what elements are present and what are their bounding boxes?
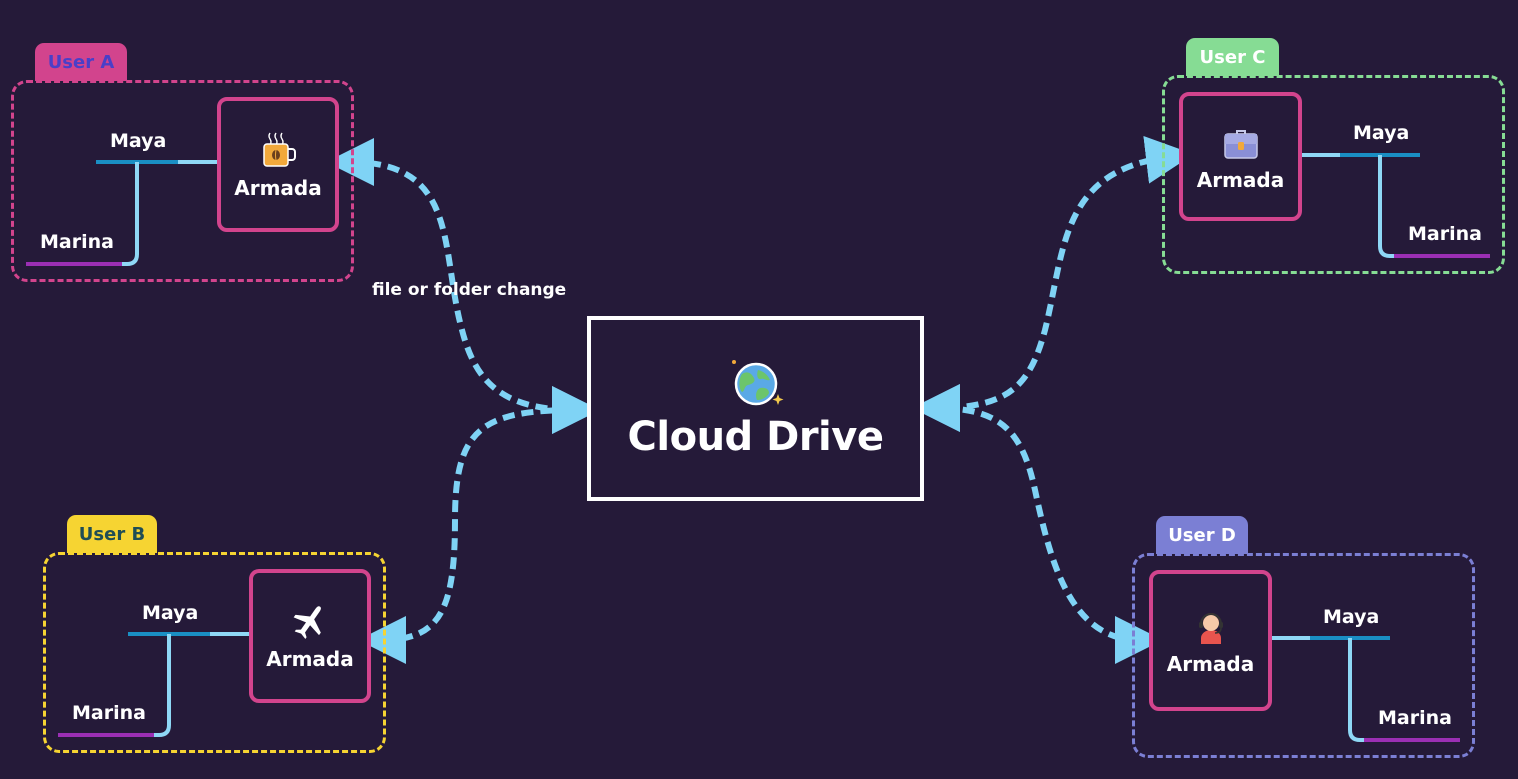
edge-label-file-change: file or folder change bbox=[372, 280, 567, 300]
node-armada-d[interactable]: Armada bbox=[1149, 570, 1272, 711]
group-tab-user-d: User D bbox=[1156, 516, 1248, 554]
node-armada-c[interactable]: Armada bbox=[1179, 92, 1302, 221]
group-user-b bbox=[43, 552, 386, 753]
coffee-mug-icon bbox=[263, 132, 296, 167]
support-agent-icon bbox=[1198, 612, 1223, 644]
node-label: Armada bbox=[1166, 651, 1255, 676]
branch-label-marina-c: Marina bbox=[1408, 223, 1482, 245]
group-c-branches bbox=[1302, 153, 1490, 258]
node-armada-b[interactable]: Armada bbox=[249, 569, 371, 703]
globe-icon bbox=[731, 359, 783, 405]
group-tab-user-b: User B bbox=[67, 515, 157, 553]
node-armada-a[interactable]: Armada bbox=[217, 97, 339, 232]
group-a-branches bbox=[26, 160, 218, 266]
group-user-c bbox=[1162, 75, 1505, 274]
branch-label-maya-d: Maya bbox=[1323, 606, 1380, 628]
branch-label-maya-a: Maya bbox=[110, 130, 167, 152]
branch-label-maya-b: Maya bbox=[142, 602, 199, 624]
node-label: Armada bbox=[266, 647, 354, 671]
group-user-d bbox=[1132, 553, 1475, 758]
center-title: Cloud Drive bbox=[627, 413, 884, 460]
connector-c bbox=[912, 136, 1194, 432]
group-user-a bbox=[11, 80, 354, 282]
group-tab-user-a: User A bbox=[35, 43, 127, 81]
branch-label-marina-a: Marina bbox=[40, 231, 114, 253]
briefcase-icon bbox=[1223, 129, 1258, 159]
cloud-drive-node[interactable]: Cloud Drive bbox=[587, 316, 924, 501]
node-label: Armada bbox=[1196, 167, 1285, 192]
connector-a bbox=[326, 138, 600, 434]
group-b-branches bbox=[58, 632, 250, 737]
branch-label-maya-c: Maya bbox=[1353, 122, 1410, 144]
connector-b bbox=[358, 386, 600, 664]
node-label: Armada bbox=[234, 175, 322, 200]
group-tab-user-c: User C bbox=[1186, 38, 1279, 76]
group-d-branches bbox=[1272, 636, 1460, 742]
connector-d bbox=[912, 384, 1163, 664]
branch-label-marina-d: Marina bbox=[1378, 707, 1452, 729]
branch-label-marina-b: Marina bbox=[72, 702, 146, 724]
airplane-icon bbox=[292, 605, 322, 641]
